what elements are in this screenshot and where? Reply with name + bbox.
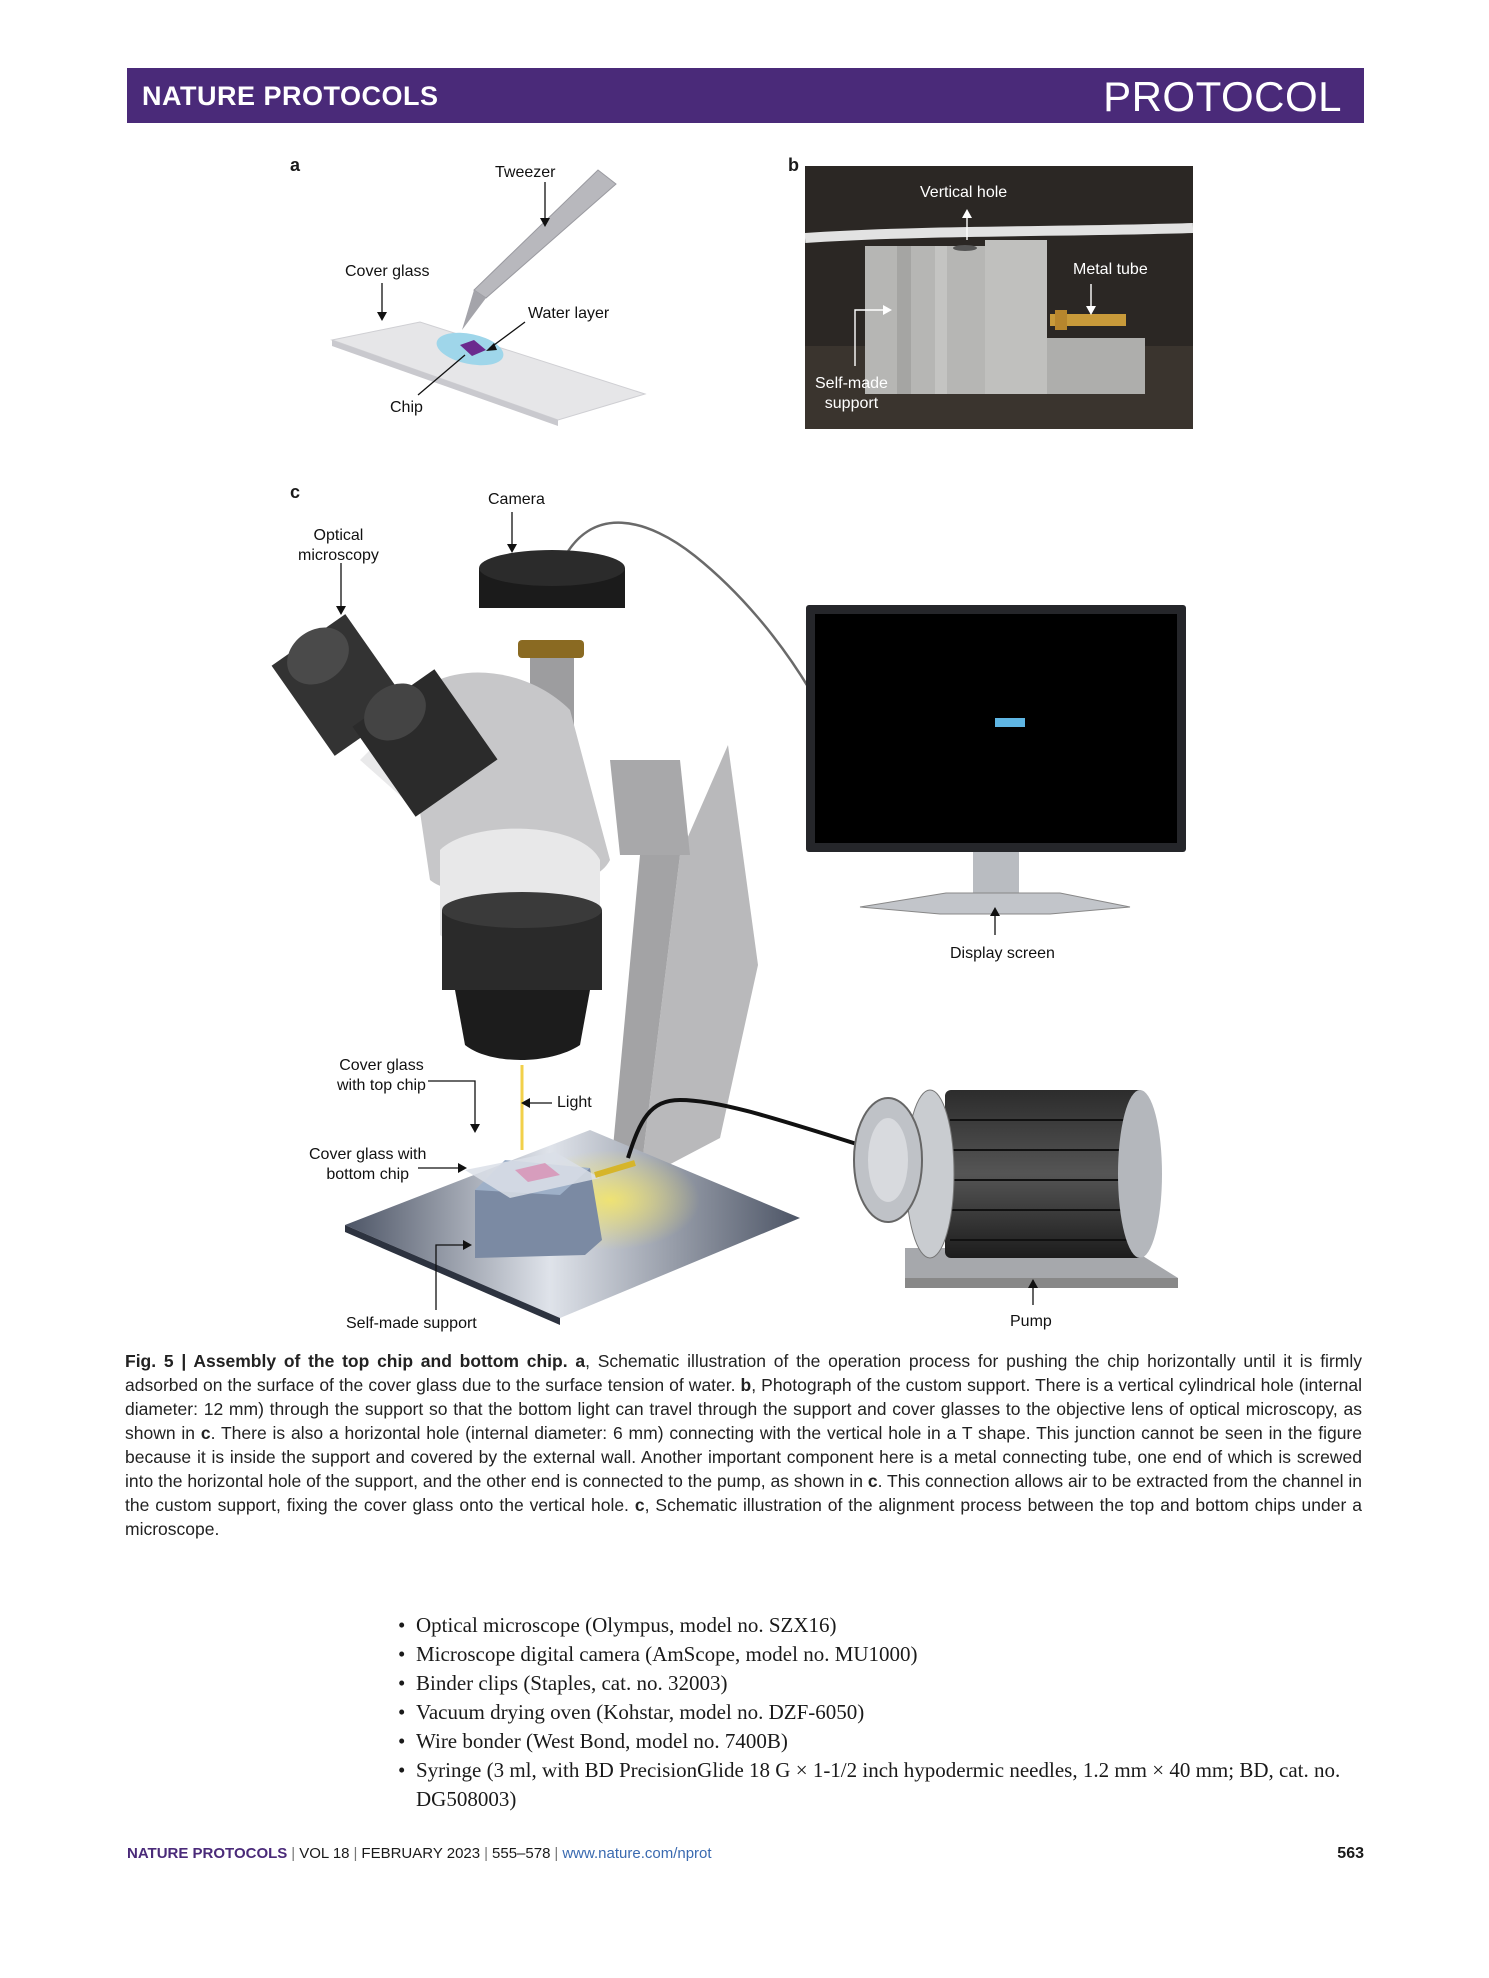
cover-glass-edge [332,340,558,426]
label-pump: Pump [1010,1313,1052,1330]
eyepieces [271,614,498,817]
section-label: PROTOCOL [1103,73,1342,120]
list-item: Optical microscope (Olympus, model no. S… [396,1611,1360,1640]
panel-a-letter: a [290,155,301,175]
label-vertical-hole: Vertical hole [920,184,1008,201]
footer-journal: NATURE PROTOCOLS [127,1845,288,1862]
page-footer: NATURE PROTOCOLS|VOL 18|FEBRUARY 2023|55… [127,1845,1364,1862]
arrow-self-made-support [435,1244,466,1310]
journal-name: NATURE PROTOCOLS [142,81,439,111]
arrow-water-layer [489,321,526,349]
chip-shape [460,340,486,356]
label-cover-glass: Cover glass [345,263,430,280]
tweezer-tip [462,290,486,330]
footer-url-link[interactable]: www.nature.com/nprot [562,1845,712,1862]
camera-body [479,550,625,586]
label-optical-microscopy: Optical microscopy [298,527,379,564]
caption-fig-label: Fig. 5 | Assembly of the top chip and bo… [125,1351,568,1371]
panel-b-photo: Vertical hole Metal tube Self-made suppo… [805,166,1193,429]
label-display-screen: Display screen [950,945,1055,962]
list-item: Microscope digital camera (AmScope, mode… [396,1640,1360,1669]
footer-pages: 555–578 [492,1845,551,1862]
footer-date: FEBRUARY 2023 [361,1845,481,1862]
camera-cable [558,521,812,691]
display-screen-monitor [806,605,1186,915]
page-number: 563 [1337,1845,1364,1862]
panel-c-letter: c [290,482,301,502]
pump-hose [626,1097,861,1159]
arrow-chip [417,354,466,396]
pump-device [853,1089,1178,1288]
list-item: Syringe (3 ml, with BD PrecisionGlide 18… [396,1756,1360,1814]
list-item: Vacuum drying oven (Kohstar, model no. D… [396,1698,1360,1727]
label-light: Light [557,1094,592,1111]
panel-b-arrows [854,209,1096,366]
label-self-made-support: Self-made support [346,1315,477,1332]
objective-lens [455,990,590,1060]
footer-volume: VOL 18 [299,1845,350,1862]
figure-caption: Fig. 5 | Assembly of the top chip and bo… [125,1351,1362,1539]
label-tweezer: Tweezer [495,164,556,181]
label-camera: Camera [488,491,545,508]
label-cover-glass-bottom-chip: Cover glass with bottom chip [309,1146,427,1183]
journal-header: NATURE PROTOCOLS PROTOCOL [127,68,1364,123]
list-item: Wire bonder (West Bond, model no. 7400B) [396,1727,1360,1756]
list-item: Binder clips (Staples, cat. no. 32003) [396,1669,1360,1698]
panel-b-letter: b [788,155,799,175]
support-photo-drawing [805,166,1193,429]
label-metal-tube: Metal tube [1073,261,1148,278]
label-chip: Chip [390,399,423,416]
equipment-list: Optical microscope (Olympus, model no. S… [396,1611,1360,1814]
arrow-cover-glass-top [428,1080,476,1128]
label-cover-glass-top-chip: Cover glass with top chip [337,1057,426,1094]
microscope-arm [640,745,758,1180]
label-self-made-support-photo: Self-made support [815,375,888,412]
label-water-layer: Water layer [528,305,610,322]
